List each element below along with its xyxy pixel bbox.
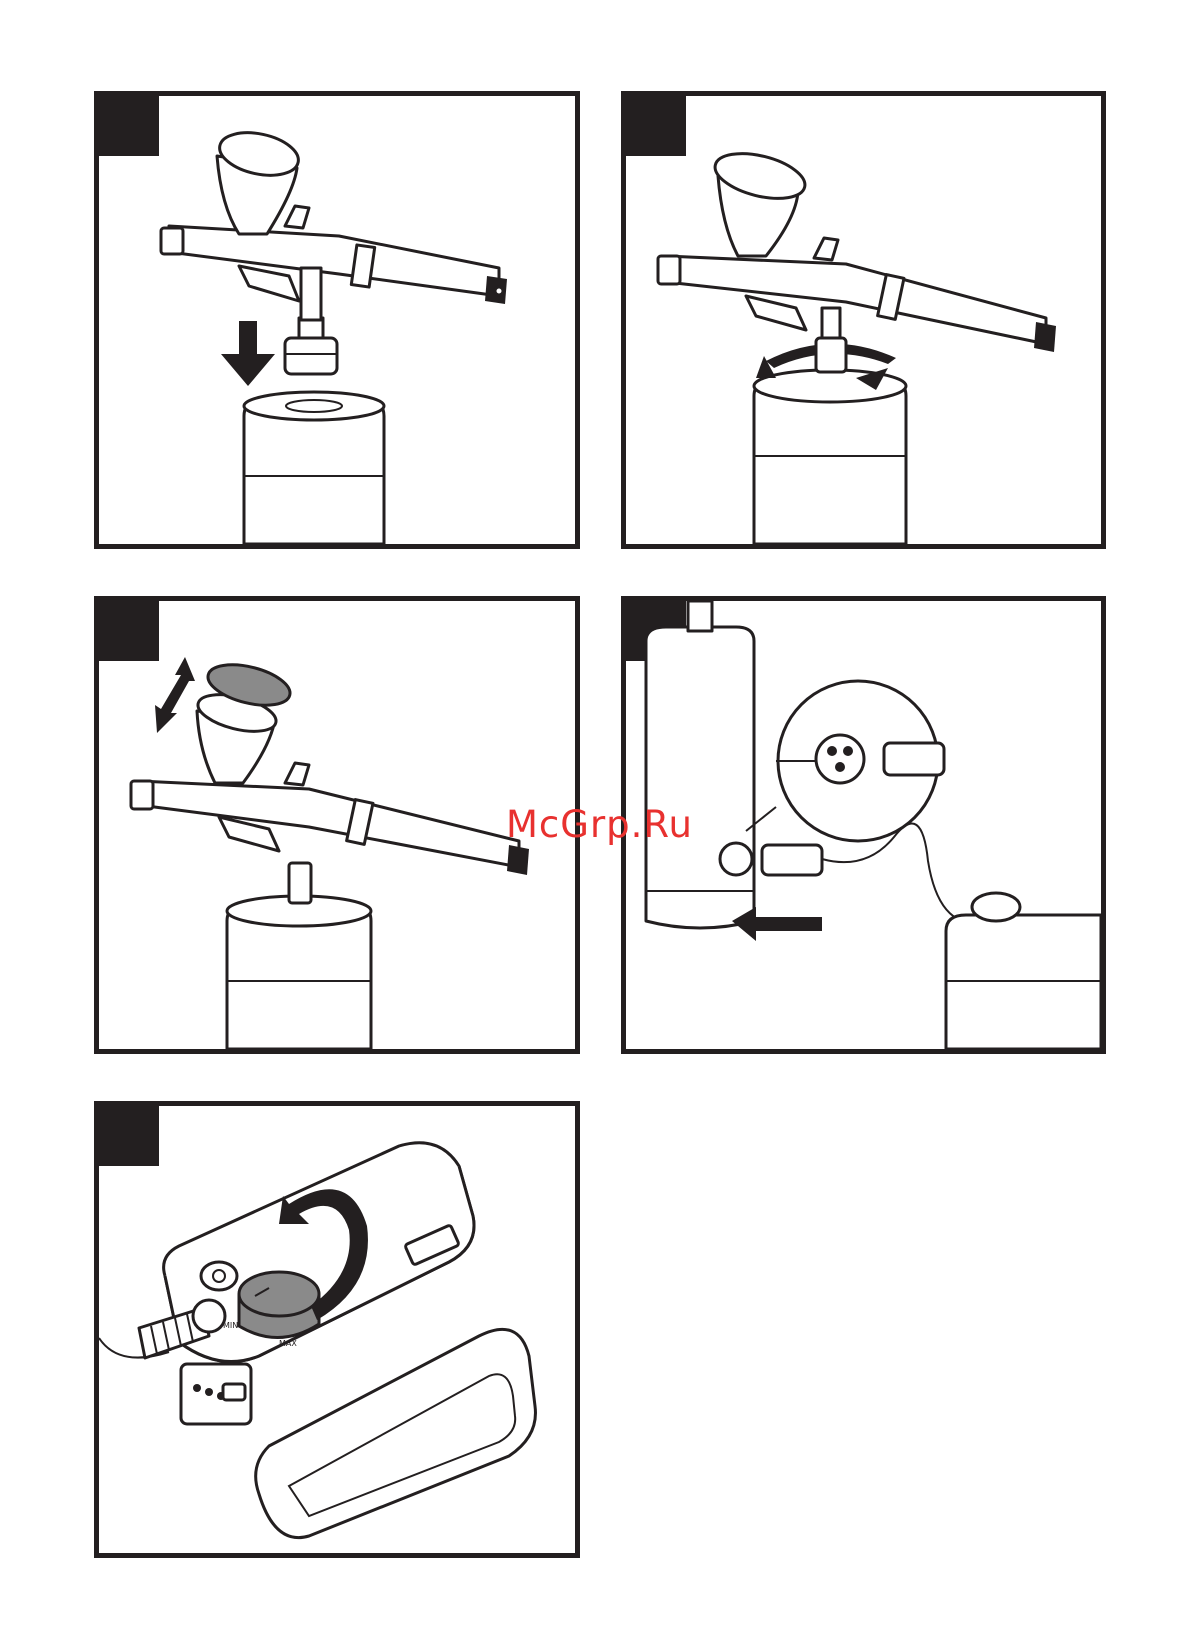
max-label: MAX: [279, 1339, 297, 1348]
compressor-knob-illustration: MIN MAX: [99, 1106, 575, 1553]
airbrush-attach-illustration: [99, 96, 575, 544]
figure-panel-2: [621, 91, 1106, 549]
cable-connect-illustration: [626, 601, 1101, 1049]
airbrush-twist-illustration: [626, 96, 1101, 544]
figure-panel-5: MIN MAX: [94, 1101, 580, 1558]
figure-panel-4: [621, 596, 1106, 1054]
cup-lid-illustration: [99, 601, 575, 1049]
figure-panel-1: [94, 91, 580, 549]
watermark-text: McGrp.Ru: [506, 803, 693, 846]
